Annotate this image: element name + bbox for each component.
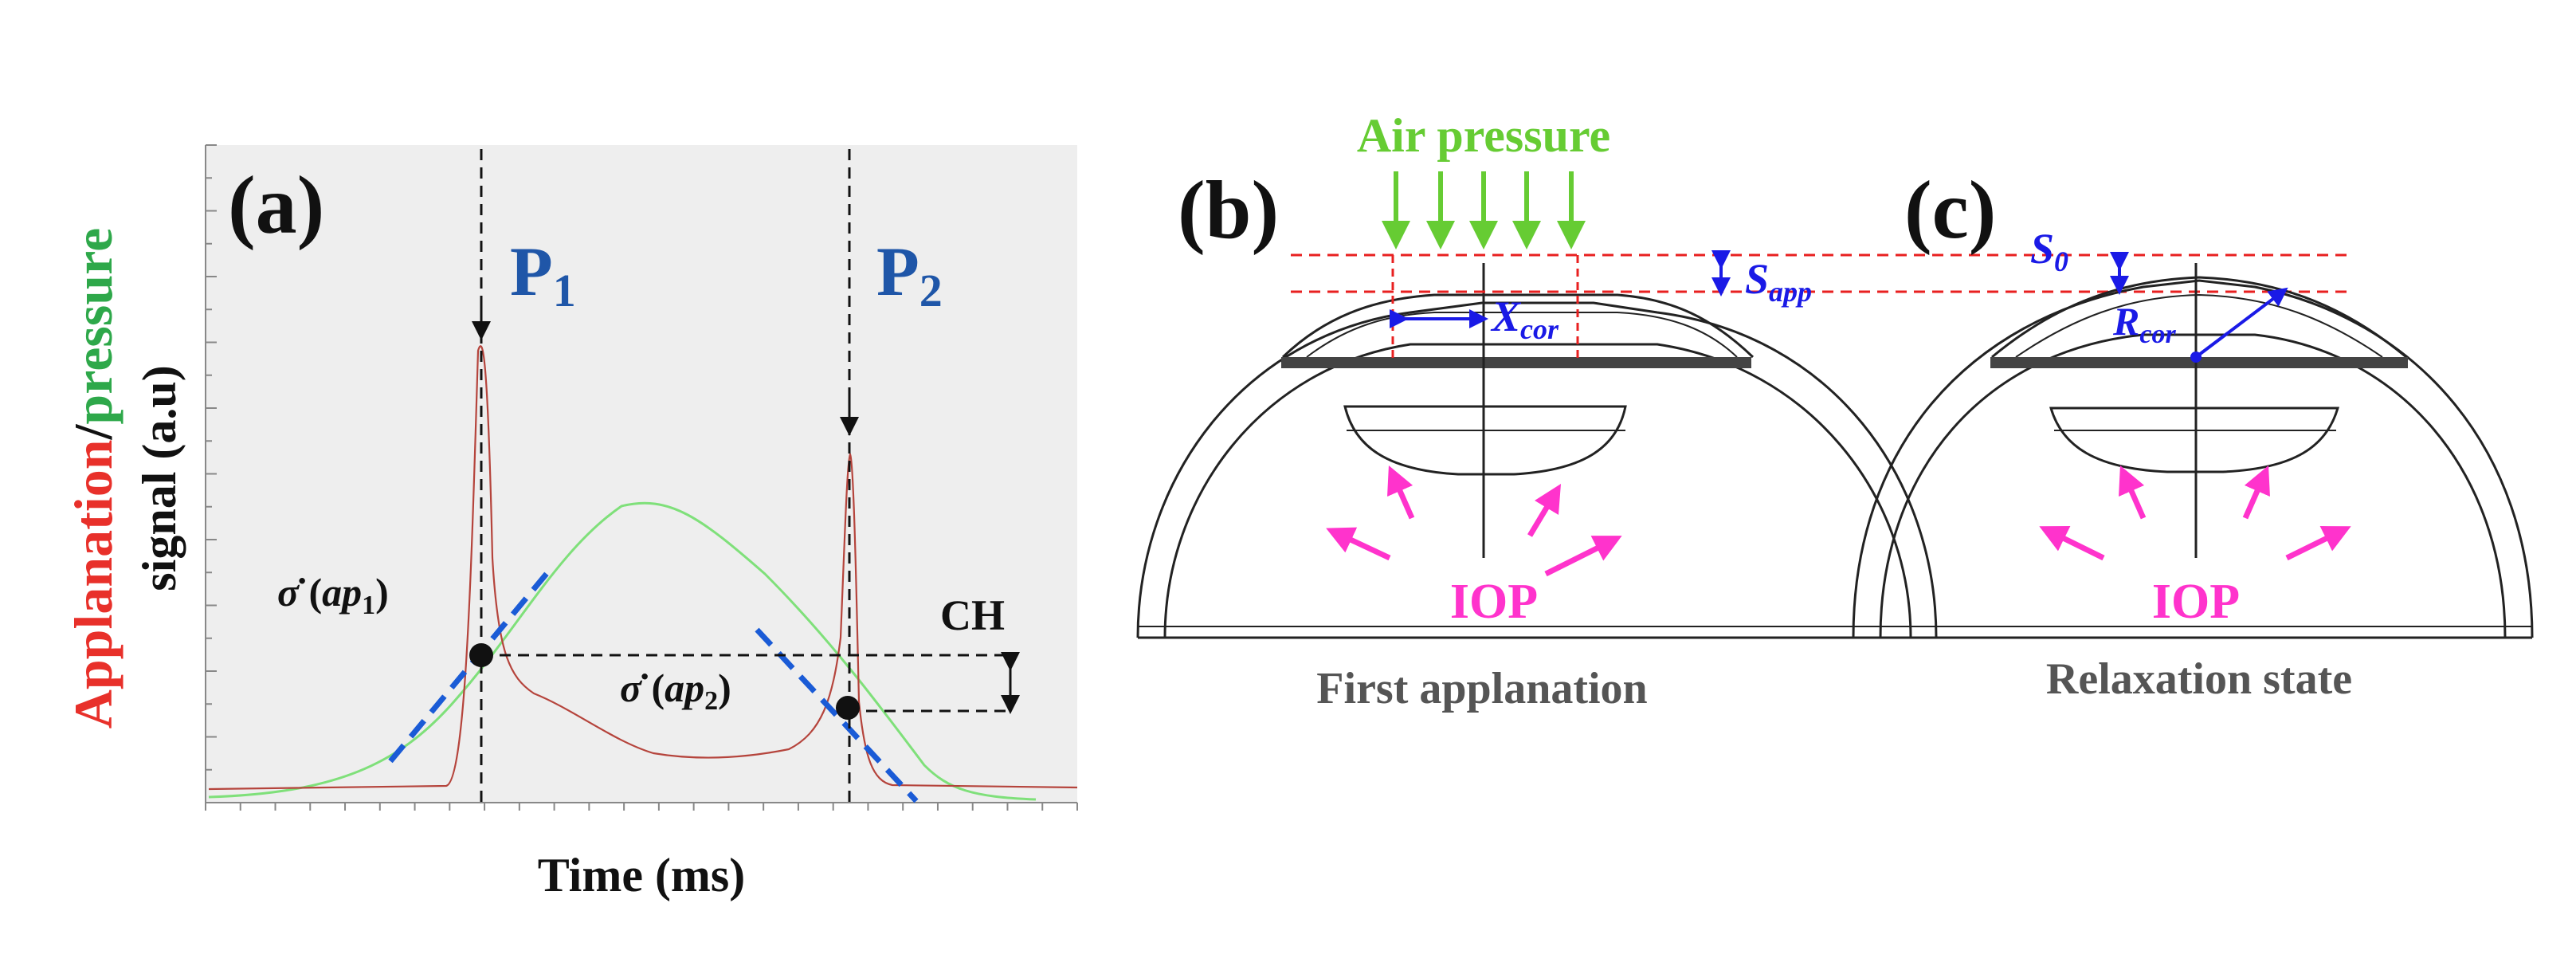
y-axis-label-line2: signal (a.u) — [133, 365, 186, 591]
sapp-base: S — [1745, 255, 1769, 303]
pressure-trace — [208, 501, 1037, 801]
y-axis-ticks — [206, 144, 217, 803]
iop-arrows-b — [1326, 465, 1622, 577]
eye-b-inner-shell — [1163, 343, 1912, 638]
eye-c-iris-band — [1990, 357, 2408, 368]
point2-arg: ap — [665, 666, 704, 710]
applanation-point-1 — [469, 643, 493, 667]
applanation-trace — [208, 345, 1078, 791]
peak1-sub: 1 — [553, 265, 576, 316]
y-axis-label: Applanation/pressure signal (a.u) — [63, 228, 186, 729]
iop-label-c: IOP — [2152, 575, 2240, 629]
xcor-base: X — [1490, 293, 1522, 340]
x-axis-ticks — [205, 803, 1078, 811]
panel-a-label: (a) — [228, 159, 324, 251]
rcor-origin — [2190, 352, 2202, 363]
slope-line-1 — [388, 568, 552, 764]
air-pressure-label: Air pressure — [1357, 109, 1610, 162]
panel-c: S0 Rcor IOP (c) Relaxation state — [1852, 164, 2534, 704]
panel-c-label: (c) — [1904, 164, 1996, 256]
y-axis-label-line1: Applanation/pressure — [63, 228, 124, 729]
x-axis-label: Time (ms) — [538, 849, 746, 901]
eye-b-cornea — [1281, 293, 1755, 359]
y-label-applanation: Applanation — [63, 439, 124, 729]
iop-c-arrow-2 — [2039, 526, 2105, 561]
point1-label: σ̇ (ap1) — [277, 570, 389, 620]
s0-label: S0 — [2030, 225, 2068, 277]
panel-a: (a) P1 P2 σ̇ (ap1) σ̇ (ap2) CH Time (ms)… — [63, 144, 1078, 901]
rcor-label: Rcor — [2112, 299, 2176, 349]
eye-c-inner-shell — [1879, 333, 2507, 638]
panel-b-label: (b) — [1178, 164, 1279, 256]
peak2-sub: 2 — [919, 265, 943, 316]
peak2-label: P2 — [876, 234, 943, 316]
eye-c-lens — [2049, 406, 2340, 473]
rcor-base: R — [2112, 299, 2139, 344]
peak2-base: P — [876, 234, 919, 311]
iop-b-arrow-1 — [1387, 465, 1415, 520]
s0-base: S — [2030, 225, 2054, 273]
iop-b-arrow-3 — [1527, 483, 1562, 537]
iop-c-arrow-3 — [2242, 465, 2270, 520]
panel-b: Air pressure Xcor Sapp IOP (b) First app… — [1136, 109, 2349, 713]
caption-c: Relaxation state — [2046, 654, 2352, 704]
ch-label: CH — [940, 591, 1005, 639]
y-label-pressure: pressure — [63, 228, 124, 425]
point1-arg: ap — [322, 570, 362, 615]
iop-arrows-c — [2039, 465, 2351, 561]
xcor-sub: cor — [1520, 313, 1559, 345]
peak1-base: P — [510, 234, 553, 311]
point1-open: ( — [299, 570, 322, 615]
caption-b: First applanation — [1316, 664, 1647, 713]
point2-sub: 2 — [704, 686, 718, 716]
rcor-sub: cor — [2139, 320, 2176, 349]
eye-c-cornea — [1991, 276, 2407, 359]
iop-b-arrow-4 — [1544, 536, 1622, 577]
eye-c-outer-shell — [1852, 279, 2534, 638]
y-label-sep: / — [63, 423, 124, 440]
sapp-sub: app — [1769, 276, 1812, 308]
eye-b-iris-band — [1281, 357, 1751, 368]
point1-sub: 1 — [362, 591, 375, 620]
applanation-point-2 — [836, 696, 860, 720]
point2-open: ( — [641, 666, 665, 710]
eye-c-cornea-inner — [2015, 293, 2383, 358]
iop-c-arrow-4 — [2285, 526, 2351, 561]
slope-line-2 — [755, 627, 919, 803]
plot-area — [206, 145, 1077, 803]
iop-b-arrow-2 — [1326, 527, 1391, 561]
peak1-label: P1 — [510, 234, 576, 316]
iop-label-b: IOP — [1450, 575, 1538, 629]
point1-close: ) — [375, 570, 389, 615]
air-pressure-arrows — [1382, 171, 1586, 249]
sapp-label: Sapp — [1745, 255, 1812, 308]
s0-sub: 0 — [2054, 245, 2068, 277]
rcor-arrow — [2194, 287, 2288, 359]
iop-c-arrow-1 — [2119, 465, 2147, 520]
xcor-label: Xcor — [1490, 293, 1559, 345]
eye-b-outer-shell — [1136, 301, 1938, 638]
eye-b-lens — [1343, 405, 1627, 476]
point2-label: σ̇ (ap2) — [620, 666, 731, 716]
point2-close: ) — [718, 666, 731, 710]
